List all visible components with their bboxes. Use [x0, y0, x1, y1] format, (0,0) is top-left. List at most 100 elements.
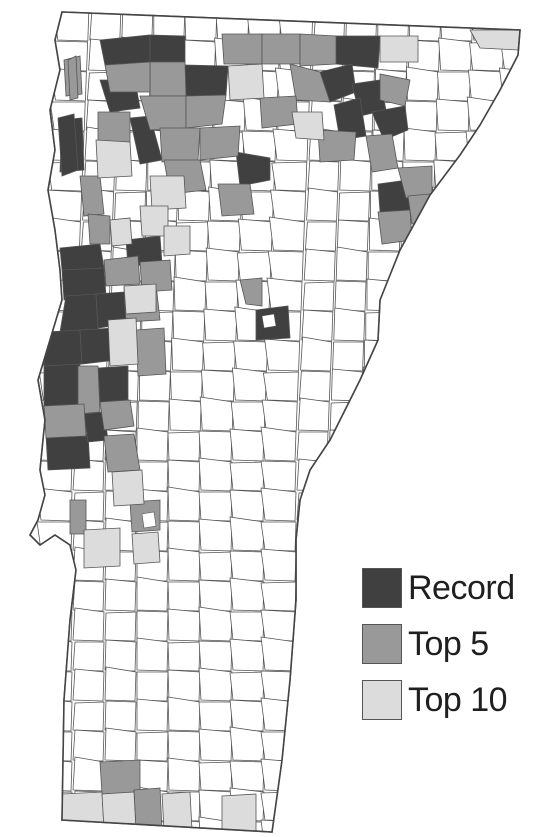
town — [538, 12, 548, 41]
town — [198, 701, 233, 732]
town — [525, 337, 548, 371]
town — [335, 246, 368, 282]
town — [296, 458, 329, 492]
town — [360, 521, 393, 552]
town — [453, 428, 489, 462]
town — [174, 249, 208, 282]
town — [296, 756, 329, 792]
town — [336, 219, 369, 252]
town — [460, 251, 496, 282]
town — [167, 486, 201, 522]
town — [328, 611, 361, 642]
legend-swatch-top5 — [362, 624, 402, 664]
town — [199, 396, 234, 432]
town — [136, 637, 169, 672]
town-top5 — [135, 327, 167, 377]
town-top10 — [107, 317, 139, 367]
town — [296, 641, 329, 672]
town — [206, 220, 241, 252]
town — [298, 370, 331, 402]
town — [453, 726, 489, 762]
town — [260, 791, 297, 822]
town — [72, 729, 105, 762]
town-top5 — [69, 499, 87, 535]
town — [36, 731, 73, 762]
town — [198, 579, 233, 612]
town — [532, 161, 548, 191]
town — [404, 100, 438, 132]
town — [241, 130, 277, 162]
town — [422, 789, 457, 822]
town — [521, 818, 548, 837]
town — [296, 580, 329, 612]
town — [36, 521, 73, 552]
town — [136, 671, 169, 702]
town-record — [149, 34, 186, 63]
town — [302, 281, 335, 312]
town-top5 — [239, 277, 263, 307]
town — [360, 759, 393, 792]
town-top5 — [99, 399, 135, 431]
town-top10 — [163, 225, 191, 257]
town — [36, 819, 73, 832]
town — [488, 338, 520, 372]
town-record — [43, 363, 81, 407]
town-top5 — [79, 175, 105, 217]
town — [467, 69, 503, 102]
legend-label-top10: Top 10 — [408, 680, 508, 719]
town — [398, 249, 432, 282]
town — [434, 131, 469, 162]
town-top10 — [83, 527, 121, 569]
town-record — [59, 243, 105, 271]
town — [429, 247, 464, 282]
town-top5 — [221, 33, 263, 65]
town — [229, 638, 265, 672]
town — [304, 221, 337, 252]
town-top5 — [87, 213, 111, 245]
town — [171, 337, 205, 372]
town — [296, 729, 329, 762]
town-record — [335, 35, 381, 69]
town — [361, 400, 394, 432]
town — [484, 791, 520, 822]
town — [328, 517, 361, 552]
town — [391, 730, 425, 762]
town — [136, 731, 169, 762]
town — [395, 337, 429, 372]
town — [457, 340, 493, 372]
town — [198, 761, 233, 792]
town — [364, 339, 397, 372]
town — [423, 396, 458, 432]
town — [496, 128, 520, 162]
town — [537, 39, 548, 71]
town — [334, 280, 367, 312]
town — [485, 399, 520, 432]
town — [198, 457, 233, 492]
town — [495, 161, 520, 192]
town — [522, 398, 548, 431]
town — [533, 127, 548, 161]
town — [136, 759, 169, 792]
town — [169, 371, 203, 402]
town — [328, 551, 361, 582]
town — [297, 397, 330, 432]
town-top5 — [103, 433, 141, 473]
town — [260, 521, 297, 552]
town — [167, 581, 201, 612]
town — [104, 611, 137, 642]
town — [260, 548, 297, 582]
town — [521, 520, 548, 551]
town — [489, 311, 520, 342]
town — [167, 730, 201, 762]
town — [104, 639, 137, 672]
town — [523, 371, 548, 401]
town — [527, 282, 548, 311]
town — [260, 487, 297, 522]
town — [453, 461, 489, 492]
town — [328, 788, 361, 822]
town — [72, 668, 105, 702]
town — [260, 426, 297, 462]
town — [432, 186, 467, 222]
town — [484, 487, 520, 522]
town — [521, 459, 548, 491]
